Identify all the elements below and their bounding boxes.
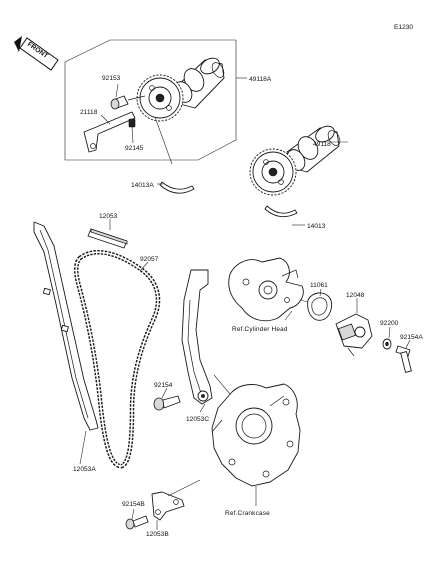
- bolt-92153: [110, 95, 146, 110]
- bolt-92154A: [395, 345, 412, 373]
- gasket-11061: [307, 292, 333, 321]
- camshaft-assembly-bracket: [64, 39, 237, 161]
- part-label-12053A: 12053A: [73, 466, 96, 473]
- part-label-92154A: 92154A: [400, 334, 423, 341]
- cylinder-head-section: [228, 257, 304, 322]
- part-label-49118A: 49118A: [249, 76, 272, 83]
- ref-label-cylinder-head: Ref.Cylinder Head: [232, 326, 288, 333]
- part-label-49118: 49118: [313, 141, 331, 148]
- part-label-92153: 92153: [102, 75, 121, 82]
- washer-92200: [382, 338, 392, 350]
- circlip-14013A: [159, 181, 195, 194]
- chain-guide-12053A: [33, 221, 99, 431]
- part-label-92057: 92057: [140, 256, 159, 263]
- part-label-92154: 92154: [154, 382, 173, 389]
- chain-tensioner-12048: [335, 313, 373, 357]
- bolt-92154: [153, 395, 181, 411]
- cam-sprocket-upper: [136, 74, 184, 122]
- part-label-14013: 14013: [307, 223, 326, 230]
- tensioner-guide-12053C: [181, 269, 213, 405]
- part-label-92200: 92200: [380, 320, 399, 327]
- part-label-92154B: 92154B: [122, 501, 145, 508]
- bolt-92154B: [125, 515, 149, 530]
- circlip-14013: [264, 205, 298, 218]
- chain-guide-12053: [87, 228, 128, 249]
- part-label-12053: 12053: [99, 213, 118, 220]
- shaft-21118: [83, 111, 136, 153]
- part-label-12053B: 12053B: [146, 531, 169, 538]
- diagram-code: E1230: [394, 24, 413, 31]
- spring-92145: [128, 118, 136, 128]
- crankcase-section: [211, 383, 301, 487]
- ref-label-crankcase: Ref.Crankcase: [225, 510, 270, 517]
- cam-sprocket-lower: [249, 148, 297, 196]
- part-label-92145: 92145: [125, 145, 144, 152]
- camshaft-49118A: [173, 57, 225, 109]
- part-label-12048: 12048: [346, 292, 365, 299]
- part-label-11061: 11061: [310, 282, 328, 289]
- part-label-12053C: 12053C: [186, 416, 209, 423]
- part-label-21118: 21118: [80, 109, 98, 116]
- part-label-14013A: 14013A: [131, 182, 154, 189]
- cam-chain-92057: [74, 249, 161, 469]
- front-arrow-icon: FRONT: [14, 36, 59, 71]
- bracket-12053B: [151, 491, 185, 521]
